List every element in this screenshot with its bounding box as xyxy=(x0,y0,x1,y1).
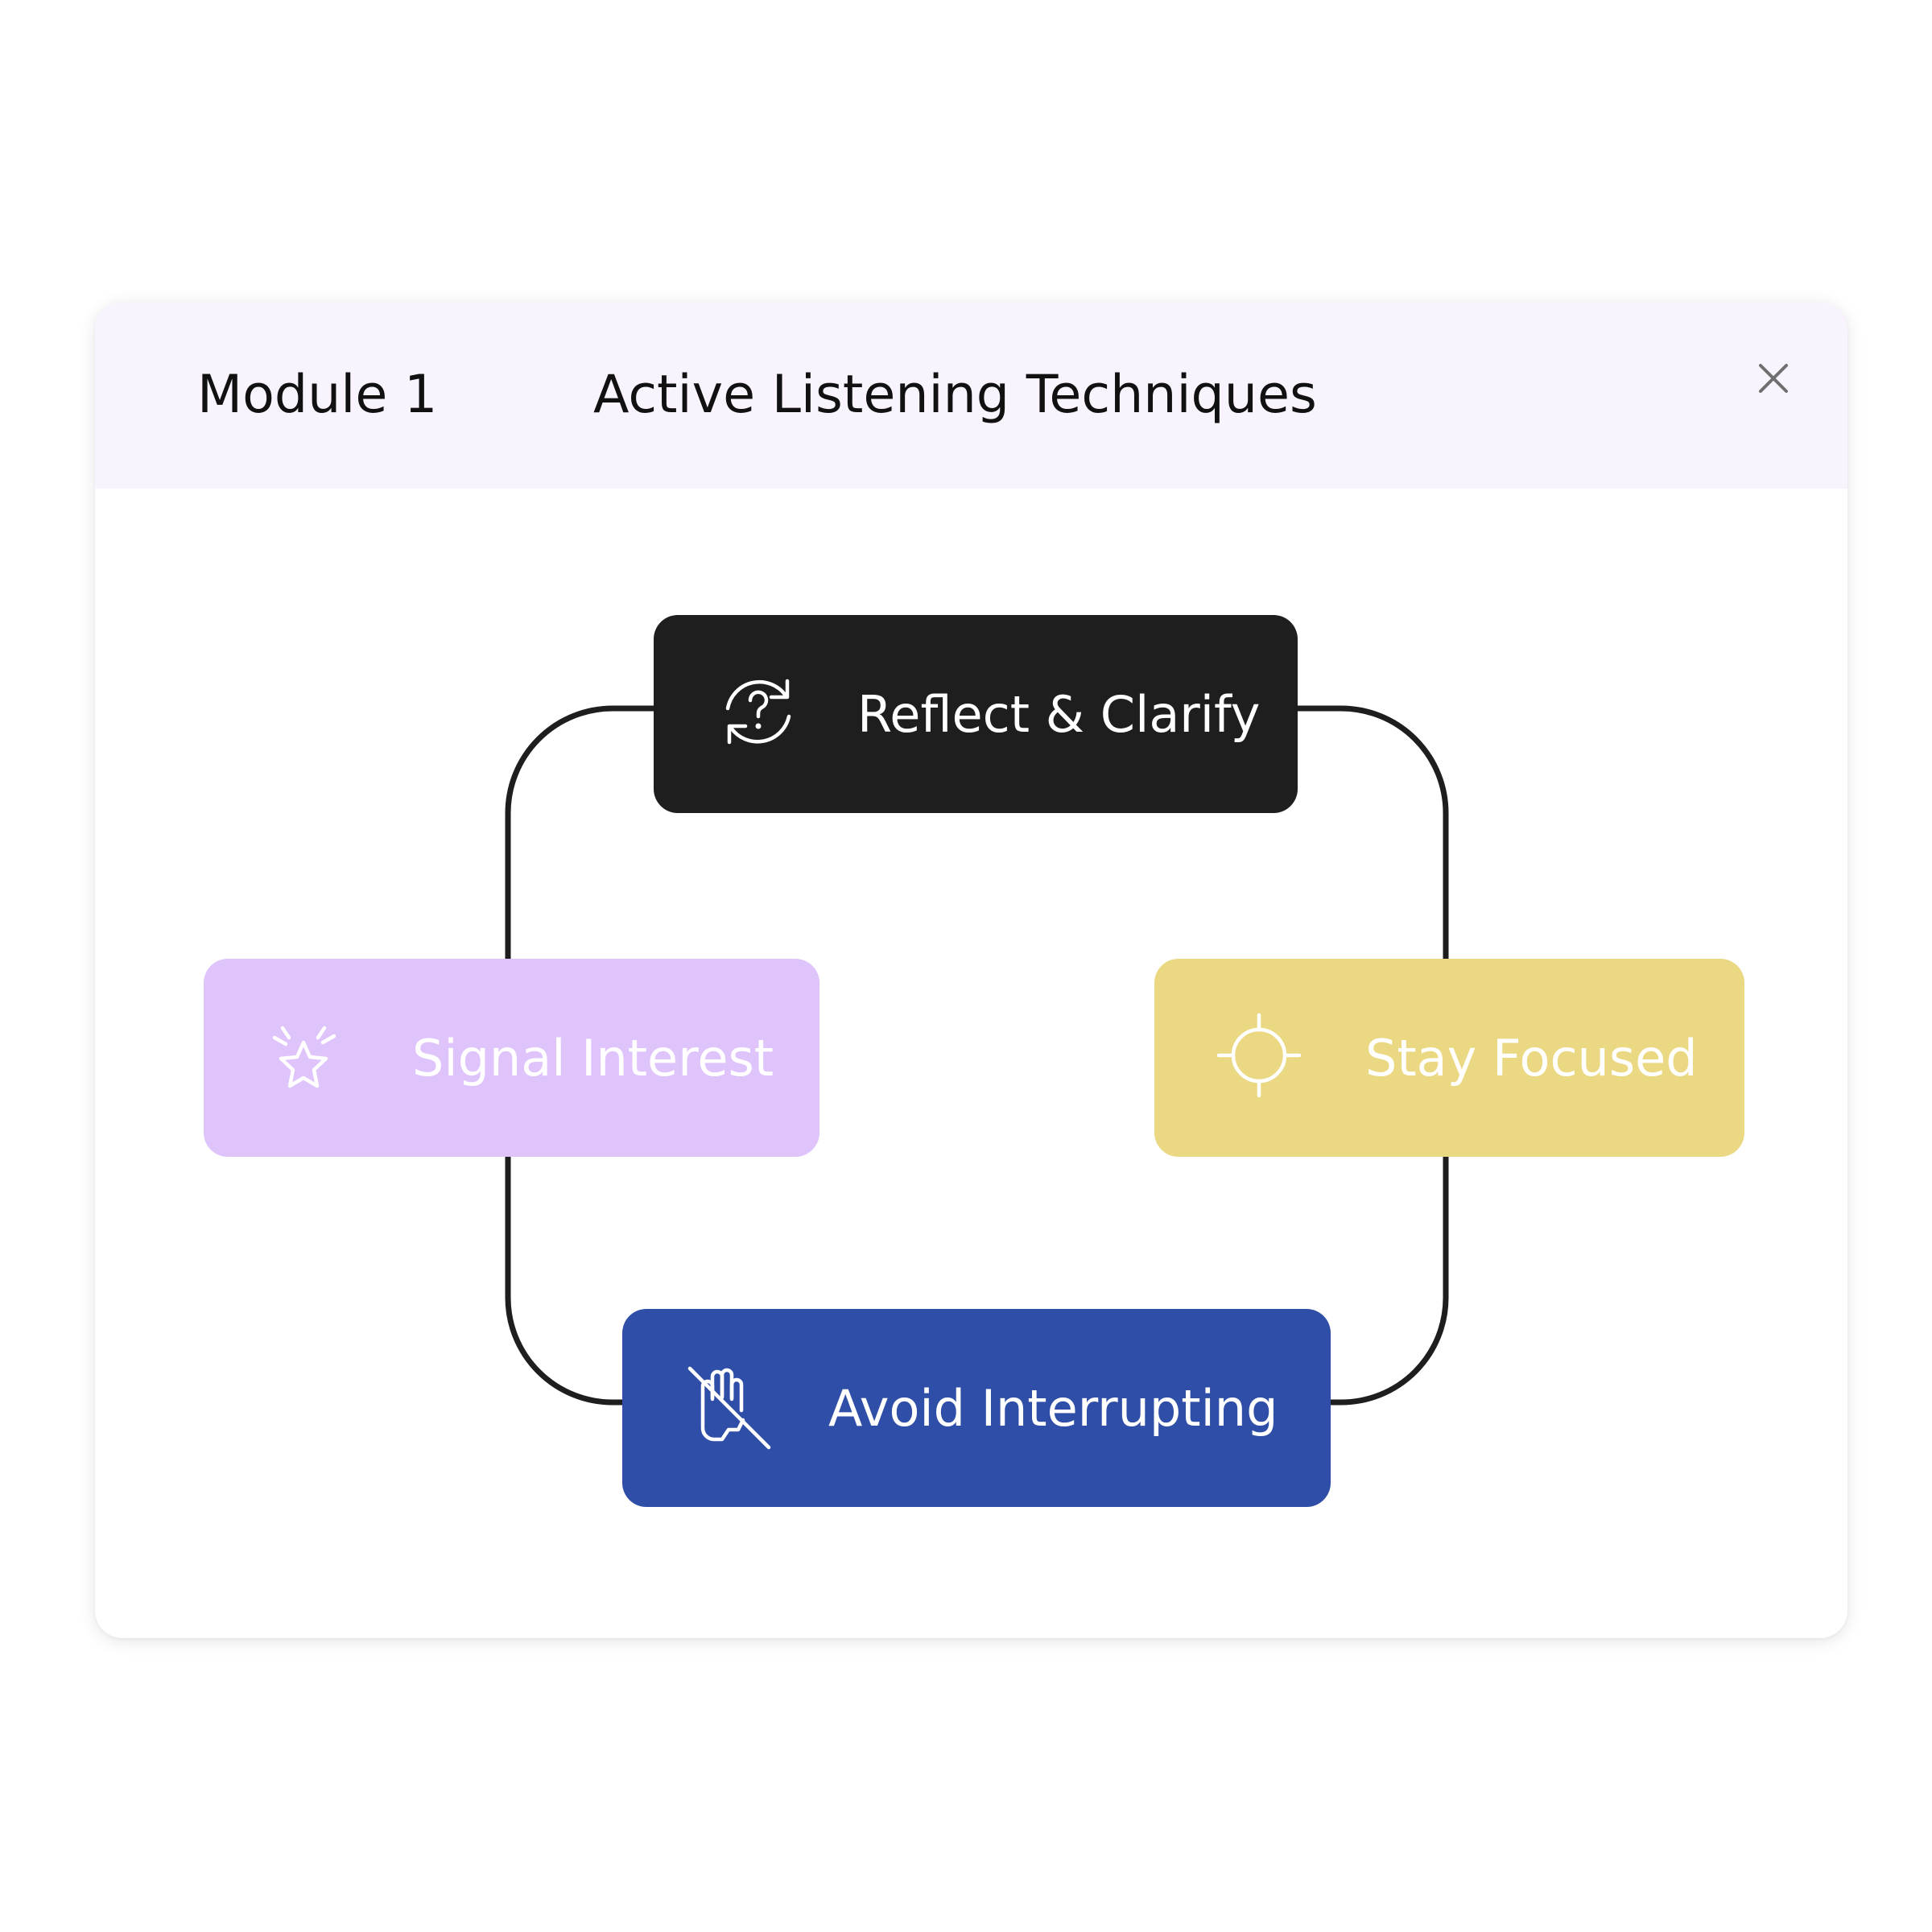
step-label: Avoid Interrupting xyxy=(828,1378,1278,1438)
hand-off-icon xyxy=(687,1366,771,1450)
step-label: Signal Interest xyxy=(412,1028,774,1088)
step-signal-interest[interactable]: Signal Interest xyxy=(204,959,819,1157)
step-reflect-clarify[interactable]: Reflect & Clarify xyxy=(654,615,1298,813)
crosshair-icon xyxy=(1216,1013,1302,1098)
close-button[interactable] xyxy=(1749,354,1798,402)
step-label: Stay Focused xyxy=(1365,1028,1698,1088)
sparkle-star-icon xyxy=(272,1026,336,1088)
module-label: Module 1 xyxy=(197,365,438,425)
dialog-header: Module 1 Active Listening Techniques xyxy=(95,302,1847,489)
page-title: Active Listening Techniques xyxy=(593,365,1317,425)
step-stay-focused[interactable]: Stay Focused xyxy=(1154,959,1744,1157)
step-label: Reflect & Clarify xyxy=(857,684,1261,744)
question-refresh-icon xyxy=(725,679,791,745)
step-avoid-interrupting[interactable]: Avoid Interrupting xyxy=(622,1309,1331,1507)
close-icon xyxy=(1759,364,1788,393)
